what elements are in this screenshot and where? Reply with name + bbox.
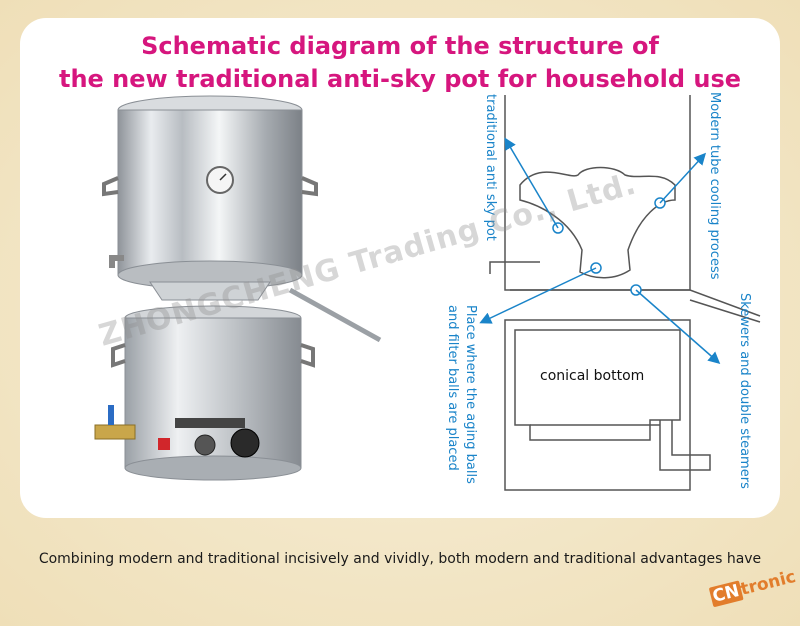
valve-icon [94, 424, 136, 440]
power-switch-icon [158, 438, 170, 450]
arrow-aging [479, 267, 597, 324]
caption-text: Combining modern and traditional incisiv… [38, 551, 762, 567]
label-conical-bottom: conical bottom [540, 368, 645, 384]
steamer-pot-photo [94, 95, 382, 481]
title-line-1: Schematic diagram of the structure of [141, 32, 659, 60]
callout-skewers: Skewers and double steamers [737, 293, 752, 489]
knob-icon [194, 434, 216, 456]
callout-cooling-process: Modern tube cooling process [707, 92, 722, 280]
schematic-drawing [489, 95, 761, 491]
callout-filter-balls: and filter balls are placed [445, 305, 460, 471]
arrow-cooling [659, 152, 707, 204]
callout-aging-balls: Place where the aging balls [463, 305, 478, 484]
arrow-traditional [504, 137, 559, 229]
title-line-2: the new traditional anti-sky pot for hou… [58, 65, 742, 93]
arrow-skewers [635, 289, 721, 364]
dial-icon [230, 428, 260, 458]
